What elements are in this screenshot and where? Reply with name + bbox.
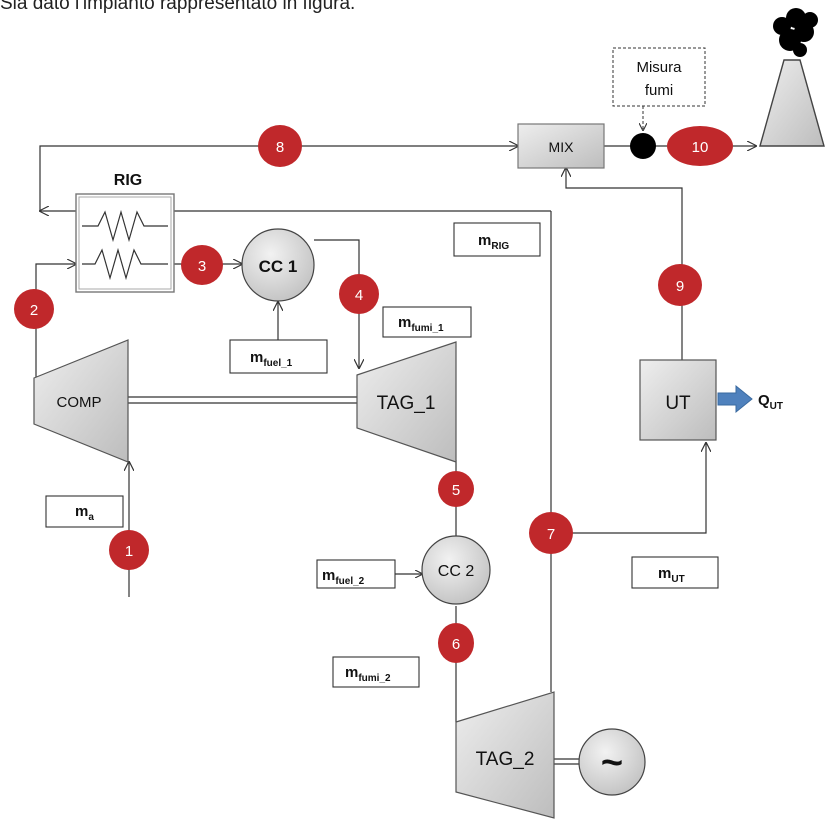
smoke-icon — [773, 8, 818, 57]
line-7-to-ut — [551, 443, 706, 534]
svg-text:7: 7 — [547, 526, 555, 543]
svg-text:2: 2 — [30, 302, 38, 319]
shaft-comp-tag1 — [128, 396, 357, 404]
ut-label: UT — [665, 393, 691, 414]
svg-text:9: 9 — [676, 278, 684, 295]
label-m-fumi-1: mfumi_1 — [382, 306, 472, 338]
node-5: 5 — [438, 471, 474, 507]
line-8-to-mix — [39, 146, 518, 211]
label-m-fuel-1: mfuel_1 — [229, 339, 328, 374]
mix-box — [517, 123, 605, 169]
intro-text: Sia dato l'impianto rappresentato in fig… — [0, 0, 356, 14]
node-8: 8 — [258, 125, 302, 167]
tag1-label: TAG_1 — [377, 393, 436, 414]
turbine-tag2 — [455, 691, 555, 819]
svg-text:1: 1 — [125, 543, 133, 560]
line-ut-to-mix — [566, 168, 683, 360]
heat-output-arrow-icon — [717, 384, 753, 414]
compressor — [33, 339, 129, 463]
tag2-label: TAG_2 — [476, 749, 535, 770]
label-q-ut: QUT — [758, 392, 783, 412]
line-cc1-to-tag1 — [314, 239, 359, 368]
comp-label: COMP — [57, 394, 102, 411]
misura-line1: Misura — [636, 59, 682, 76]
svg-text:8: 8 — [276, 139, 284, 156]
svg-text:mfuel_2: mfuel_2 — [322, 567, 365, 587]
label-m-a: ma — [45, 495, 124, 528]
cc2-chamber — [421, 535, 491, 605]
node-2: 2 — [14, 289, 54, 329]
svg-text:10: 10 — [692, 139, 709, 156]
node-4: 4 — [339, 274, 379, 314]
misura-line2: fumi — [645, 82, 673, 99]
generator — [578, 728, 646, 796]
node-1: 1 — [109, 530, 149, 570]
node-10: 10 — [667, 126, 733, 166]
svg-text:mRIG: mRIG — [478, 232, 509, 252]
svg-text:5: 5 — [452, 482, 460, 499]
label-m-rig: mRIG — [453, 222, 541, 257]
svg-text:mfuel_1: mfuel_1 — [250, 349, 293, 369]
node-9: 9 — [658, 264, 702, 306]
label-m-fumi-2: mfumi_2 — [332, 656, 420, 688]
svg-text:4: 4 — [355, 287, 363, 304]
cc2-label: CC 2 — [438, 563, 475, 580]
ut-box — [639, 359, 717, 441]
generator-symbol: ~ — [601, 742, 623, 784]
mix-label: MIX — [549, 139, 575, 155]
svg-text:3: 3 — [198, 258, 206, 275]
rig-exchanger — [75, 193, 175, 293]
label-m-fuel-2: mfuel_2 — [316, 559, 396, 589]
chimney-icon — [759, 59, 825, 147]
cc1-label: CC 1 — [259, 257, 298, 276]
label-m-ut: mUT — [631, 556, 719, 589]
misura-fumi-box — [612, 47, 706, 107]
cc1-chamber — [241, 228, 315, 302]
svg-text:mUT: mUT — [658, 565, 685, 585]
node-7: 7 — [529, 512, 573, 554]
rig-label: RIG — [114, 172, 142, 189]
turbine-tag1 — [356, 341, 457, 463]
node-3: 3 — [181, 245, 223, 285]
svg-text:mfumi_1: mfumi_1 — [398, 314, 444, 334]
node-6: 6 — [438, 623, 474, 663]
svg-text:mfumi_2: mfumi_2 — [345, 664, 391, 684]
line-comp-to-rig — [35, 264, 76, 378]
measurement-point — [630, 133, 656, 159]
svg-text:ma: ma — [75, 503, 94, 523]
svg-text:6: 6 — [452, 636, 460, 653]
